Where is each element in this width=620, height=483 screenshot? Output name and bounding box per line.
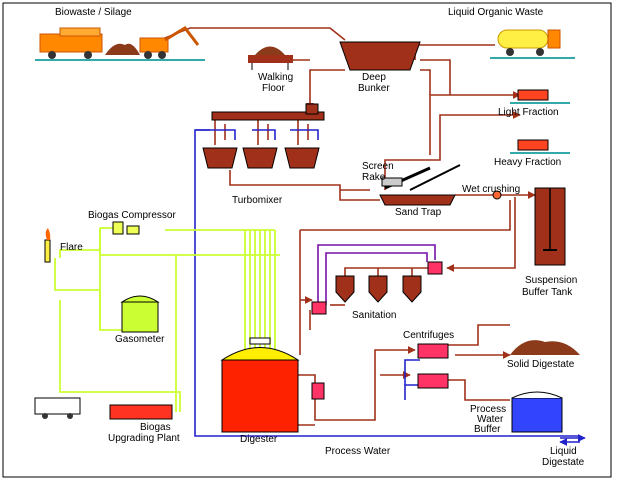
tanker-truck-icon — [497, 29, 561, 56]
label-light-fraction: Light Fraction — [498, 107, 559, 118]
biogas-lines — [54, 227, 280, 412]
label-heavy-fraction: Heavy Fraction — [494, 157, 561, 168]
deep-bunker-icon — [339, 41, 421, 71]
label-sand-trap: Sand Trap — [395, 207, 442, 218]
label-process-water: Process Water — [325, 446, 391, 457]
label-suspension-2: Buffer Tank — [522, 287, 573, 298]
wet-crusher-icon — [492, 190, 502, 200]
digester-tank — [220, 337, 300, 433]
label-liquid-digestate-1: Liquid — [550, 446, 577, 457]
label-liquid-waste: Liquid Organic Waste — [448, 7, 544, 18]
heavy-fraction-skip-icon — [510, 139, 570, 154]
upgrading-plant-icon — [109, 404, 173, 420]
label-screen-rake-2: Rake — [362, 172, 386, 183]
waste-pile-icon — [105, 43, 140, 55]
label-process-buffer-3: Buffer — [474, 424, 501, 435]
label-upgrading-1: Biogas — [140, 422, 171, 433]
label-screen-rake-1: Screen — [362, 161, 394, 172]
label-solid-digestate: Solid Digestate — [507, 359, 575, 370]
feed-pump — [305, 103, 319, 115]
process-water-buffer-icon — [511, 391, 563, 433]
label-upgrading-2: Upgrading Plant — [108, 433, 180, 444]
sanitation-loop — [317, 244, 436, 305]
label-deep-bunker-2: Bunker — [358, 83, 390, 94]
label-digester: Digester — [240, 434, 278, 445]
label-process-buffer-1: Process — [470, 404, 506, 415]
turbomixer-tanks — [202, 147, 320, 169]
bus-icon — [34, 397, 81, 419]
label-biowaste: Biowaste / Silage — [55, 7, 132, 18]
screen-rake-icon — [381, 166, 431, 190]
solid-digestate-pile — [510, 340, 580, 355]
flare-icon — [44, 228, 51, 263]
label-deep-bunker-1: Deep — [362, 72, 386, 83]
sand-trap-icon — [379, 164, 461, 206]
excavator-icon — [139, 26, 200, 59]
centrifuge-units — [417, 343, 449, 389]
label-turbomixer: Turbomixer — [232, 195, 283, 206]
label-liquid-digestate-2: Digestate — [542, 457, 585, 468]
diagram-frame — [2, 2, 612, 478]
sanitation-tanks — [335, 275, 422, 303]
biowaste-truck-icon — [39, 27, 103, 59]
gasometer-icon — [120, 295, 160, 333]
process-water-lines — [194, 129, 586, 446]
suspension-buffer-tank-icon — [534, 187, 566, 266]
feed-distributor — [211, 111, 325, 121]
heat-exchanger-1 — [427, 261, 443, 275]
label-centrifuges: Centrifuges — [403, 330, 454, 341]
label-walking-floor-2: Floor — [262, 83, 285, 94]
label-gasometer: Gasometer — [115, 334, 165, 345]
label-sanitation: Sanitation — [352, 310, 396, 321]
heat-exchanger-2 — [311, 301, 327, 315]
walking-floor-icon — [248, 46, 293, 70]
biogas-compressor-icon — [112, 221, 140, 235]
label-wet-crushing: Wet crushing — [462, 184, 520, 195]
label-suspension-1: Suspension — [525, 275, 577, 286]
heat-exchanger-3 — [311, 382, 325, 400]
material-flow-lines — [159, 27, 536, 426]
label-flare: Flare — [60, 242, 83, 253]
label-biogas-compressor: Biogas Compressor — [88, 210, 176, 221]
label-walking-floor-1: Walking — [258, 72, 293, 83]
label-process-buffer-2: Water — [477, 414, 504, 425]
light-fraction-skip-icon — [510, 89, 570, 104]
